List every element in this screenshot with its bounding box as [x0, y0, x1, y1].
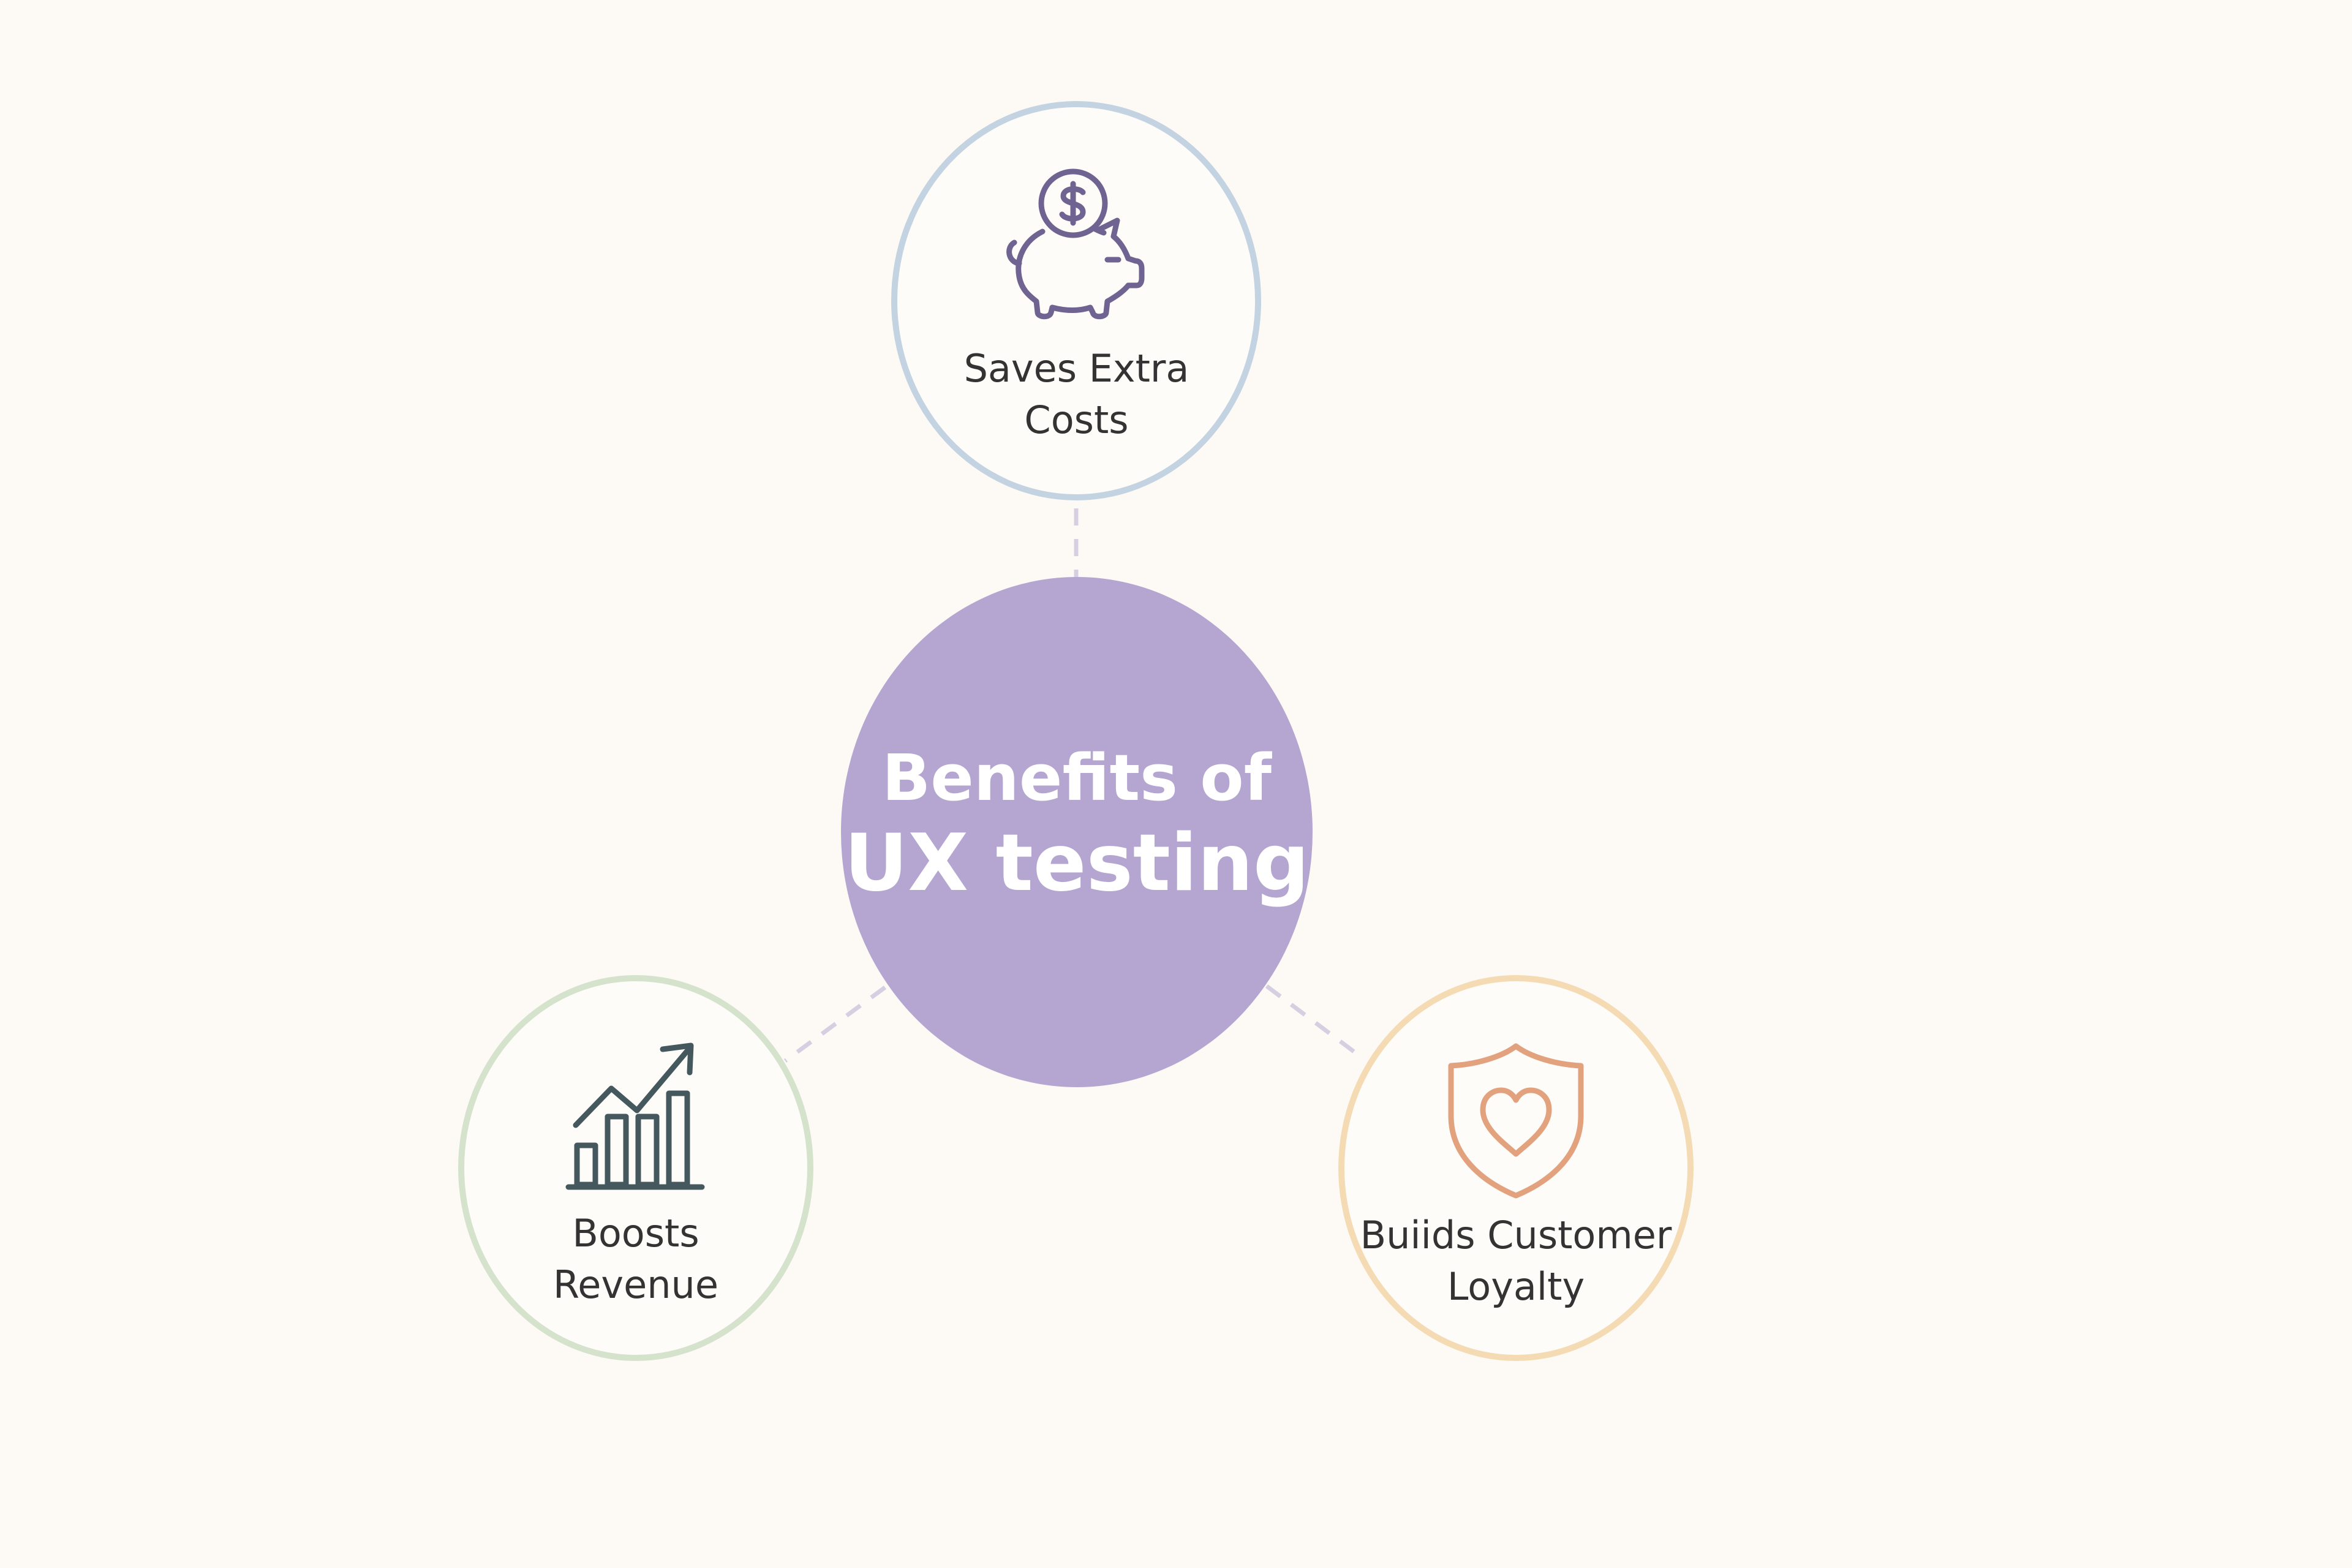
center-title-line2: UX testing: [844, 818, 1310, 909]
node-label-line: Costs: [1024, 398, 1129, 442]
node-label-line: Buiids Customer: [1360, 1213, 1672, 1257]
connector-left: [783, 986, 887, 1063]
bar-chart-trend-icon: [565, 1042, 705, 1190]
shield-heart-icon: [1448, 1043, 1584, 1199]
node-label-line: Revenue: [552, 1262, 718, 1307]
node-label-boosts-revenue: Boosts Revenue: [472, 1208, 800, 1311]
node-label-line: Saves Extra: [963, 346, 1189, 391]
connector-right: [1265, 984, 1366, 1061]
node-saves-extra-costs: [891, 101, 1261, 500]
node-label-saves-extra-costs: Saves Extra Costs: [910, 343, 1243, 446]
node-builds-customer-loyalty: [1338, 975, 1694, 1361]
center-node: [841, 577, 1313, 1087]
center-title-line1: Benefits of: [882, 741, 1272, 815]
node-label-line: Loyalty: [1447, 1264, 1585, 1309]
piggy-bank-icon: [1006, 168, 1145, 320]
node-label-builds-customer-loyalty: Buiids Customer Loyalty: [1348, 1210, 1684, 1313]
node-label-line: Boosts: [572, 1211, 699, 1256]
